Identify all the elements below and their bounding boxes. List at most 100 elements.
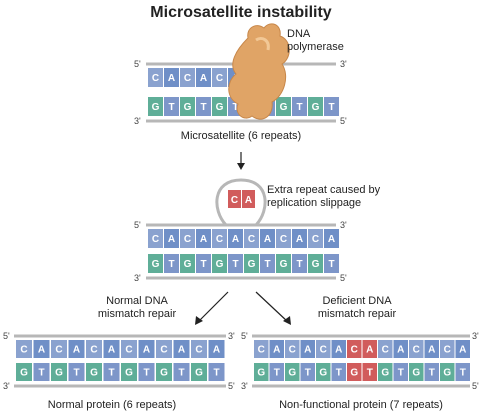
- left-upper-base-letter: C: [55, 345, 62, 356]
- right-upper-base-letter: C: [320, 345, 327, 356]
- top-lower-base-letter: G: [280, 102, 288, 113]
- right-lower-base-letter: T: [274, 368, 280, 379]
- top-upper-base-tile: [164, 68, 179, 87]
- left-upper-base-tile: [51, 340, 67, 358]
- left-lower-base-letter: G: [125, 368, 133, 379]
- left-upper-base-tile: [138, 340, 155, 358]
- right-lower-base-letter: G: [257, 368, 265, 379]
- top-lower-base-tile: [212, 97, 227, 116]
- middle-lower-base-tile: [212, 254, 227, 273]
- left-lower-base-letter: T: [213, 368, 219, 379]
- middle-lower-base-letter: T: [264, 259, 270, 270]
- normal-repair-label-line2: mismatch repair: [98, 308, 177, 320]
- right-upper-base-tile: [424, 340, 439, 358]
- deficient-repair-label-line2: mismatch repair: [318, 308, 397, 320]
- arrow-down: [237, 152, 245, 170]
- middle-lower-base-letter: G: [280, 259, 288, 270]
- middle-upper-base-tile: [212, 229, 227, 248]
- right-lower-base-letter: T: [460, 368, 466, 379]
- left-upper-base-tile: [208, 340, 225, 358]
- right-upper-base-tile: [440, 340, 455, 358]
- left-lower-base-letter: G: [160, 368, 168, 379]
- left-upper-base-letter: A: [38, 345, 45, 356]
- right-lower-base-tile: [269, 363, 284, 381]
- middle-lower-base-tile: [324, 254, 339, 273]
- left-lower-base-tile: [16, 363, 32, 381]
- top-three-prime-lower: 3': [134, 116, 141, 126]
- deficient-repair-label-line1: Deficient DNA: [322, 295, 392, 307]
- right-lower-base-tile: [393, 363, 408, 381]
- top-lower-base-letter: T: [168, 102, 174, 113]
- left-lower-base-letter: T: [38, 368, 44, 379]
- middle-lower-base-tile: [164, 254, 179, 273]
- top-lower-base-tile: [292, 97, 307, 116]
- top-lower-base-letter: G: [184, 102, 192, 113]
- top-lower-base-letter: G: [312, 102, 320, 113]
- middle-lower-base-letter: T: [296, 259, 302, 270]
- left-upper-base-tile: [33, 340, 50, 358]
- right-upper-base-letter: C: [444, 345, 451, 356]
- top-lower-base-letter: T: [328, 102, 334, 113]
- middle-upper-base-letter: A: [296, 234, 303, 245]
- middle-upper-base-tile: [164, 229, 179, 248]
- right-lower-base-tile: [378, 363, 393, 381]
- middle-five-prime-upper: 5': [134, 220, 141, 230]
- normal-protein-caption: Normal protein (6 repeats): [48, 399, 176, 411]
- top-upper-base-letter: C: [216, 73, 223, 84]
- loop-base-c: C: [231, 195, 238, 206]
- left-lower-base-tile: [51, 363, 67, 381]
- nonfunctional-protein-caption: Non-functional protein (7 repeats): [279, 399, 443, 411]
- right-lower-base-letter: T: [336, 368, 342, 379]
- right-lower-base-letter: T: [305, 368, 311, 379]
- right-upper-base-letter: C: [413, 345, 420, 356]
- left-lower-base-tile: [138, 363, 155, 381]
- middle-upper-base-tile: [196, 229, 211, 248]
- top-lower-base-letter: G: [152, 102, 160, 113]
- left-three-prime-upper: 3': [228, 331, 235, 341]
- middle-upper-base-letter: A: [232, 234, 239, 245]
- top-lower-base-tile: [148, 97, 163, 116]
- left-lower-base-tile: [86, 363, 102, 381]
- right-upper-base-letter: A: [366, 345, 373, 356]
- left-lower-base-letter: G: [20, 368, 28, 379]
- right-lower-base-letter: T: [398, 368, 404, 379]
- left-lower-base-tile: [191, 363, 207, 381]
- middle-lower-base-tile: [292, 254, 307, 273]
- middle-five-prime-lower: 5': [340, 273, 347, 283]
- right-upper-base-tile: [331, 340, 346, 358]
- top-lower-base-tile: [324, 97, 339, 116]
- top-upper-base-letter: C: [152, 73, 159, 84]
- normal-repair-label-line1: Normal DNA: [106, 295, 168, 307]
- top-upper-base-tile: [180, 68, 195, 87]
- middle-upper-base-tile: [244, 229, 259, 248]
- left-upper-base-tile: [103, 340, 120, 358]
- right-lower-base-tile: [254, 363, 269, 381]
- right-upper-base-letter: A: [428, 345, 435, 356]
- middle-lower-base-letter: T: [232, 259, 238, 270]
- middle-upper-base-letter: C: [248, 234, 255, 245]
- top-five-prime-lower: 5': [340, 116, 347, 126]
- right-lower-base-letter: T: [429, 368, 435, 379]
- left-lower-base-tile: [103, 363, 120, 381]
- top-three-prime-upper: 3': [340, 59, 347, 69]
- left-lower-base-letter: G: [90, 368, 98, 379]
- left-lower-base-letter: T: [143, 368, 149, 379]
- right-three-prime-lower: 3': [241, 381, 248, 391]
- top-lower-base-letter: G: [216, 102, 224, 113]
- middle-lower-base-letter: T: [328, 259, 334, 270]
- left-upper-base-tile: [156, 340, 172, 358]
- left-upper-base-tile: [16, 340, 32, 358]
- top-lower-base-tile: [196, 97, 211, 116]
- middle-upper-base-letter: A: [264, 234, 271, 245]
- right-lower-base-tile: [362, 363, 377, 381]
- left-upper-base-tile: [191, 340, 207, 358]
- middle-lower-base-letter: G: [248, 259, 256, 270]
- right-upper-base-letter: C: [258, 345, 265, 356]
- middle-upper-base-letter: A: [168, 234, 175, 245]
